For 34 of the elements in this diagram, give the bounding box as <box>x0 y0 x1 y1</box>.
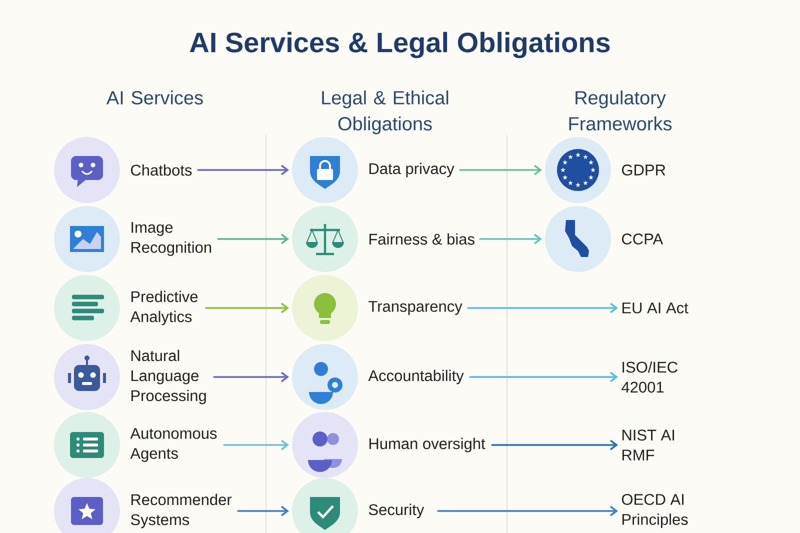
obligation-label: Transparency <box>368 301 462 315</box>
service-label: Natural Language Processing <box>131 350 206 404</box>
obligation-label: Data privacy <box>369 162 454 178</box>
framework-label: OECD AI Principles <box>622 494 688 528</box>
framework-label: CCPA <box>622 234 664 244</box>
obligation-label: Security <box>368 504 424 518</box>
arrow <box>197 164 289 176</box>
service-label: Recommender Systems <box>130 494 232 528</box>
arrow <box>437 506 618 516</box>
arrow <box>491 440 618 450</box>
arrow <box>479 234 542 244</box>
arrow <box>217 234 289 244</box>
service-label: Autonomous Agents <box>130 428 217 462</box>
title: AI Services & Legal Obligations <box>190 32 610 58</box>
obligation-label: Human oversight <box>369 438 486 452</box>
arrow <box>237 506 289 516</box>
column-heading: Regulatory Frameworks <box>569 90 672 130</box>
framework-label: GDPR <box>622 164 666 176</box>
column-heading: AI Services <box>106 90 203 104</box>
service-label: Predictive Analytics <box>130 290 198 326</box>
framework-label: NIST AI RMF <box>622 430 674 460</box>
arrow <box>223 440 289 450</box>
service-label: Chatbots <box>130 164 192 176</box>
arrow <box>213 372 289 382</box>
framework-label: EU AI Act <box>622 302 688 314</box>
column-heading: Legal & Ethical Obligations <box>322 90 448 134</box>
obligation-label: Accountability <box>368 370 464 384</box>
obligation-label: Fairness & bias <box>369 233 474 245</box>
arrow <box>205 302 289 314</box>
arrow <box>469 372 618 382</box>
arrow <box>459 164 542 176</box>
arrow <box>467 302 618 314</box>
service-label: Image Recognition <box>131 222 212 256</box>
framework-label: ISO/IEC 42001 <box>622 361 678 393</box>
